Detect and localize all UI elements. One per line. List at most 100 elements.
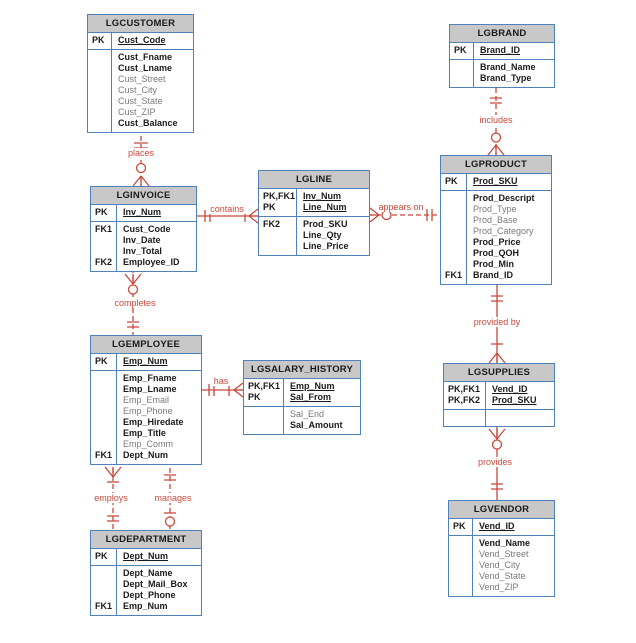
key-label [445, 237, 463, 248]
relationship-label-manages[interactable]: manages [152, 493, 194, 503]
cardinality-crow-foot [233, 382, 244, 398]
field-name: Prod_Descript [473, 193, 535, 203]
key-label [95, 590, 113, 601]
key-label [263, 241, 293, 252]
cardinality-zero-circle [164, 516, 176, 527]
cardinality-crow-foot [487, 144, 505, 156]
table-title: LGINVOICE [91, 187, 196, 205]
relationship-label-has[interactable]: has [211, 376, 231, 386]
table-section-body [444, 410, 554, 426]
relationship-label-contains[interactable]: contains [208, 204, 246, 214]
cardinality-zero-circle [135, 162, 147, 174]
cardinality-one-and-only-one [127, 321, 139, 328]
key-label: FK2 [95, 257, 113, 267]
cardinality-zero-circle [127, 284, 139, 295]
table-title: LGVENDOR [449, 501, 554, 519]
relationship-label-provided-by[interactable]: provided by [471, 317, 523, 327]
field-name: Prod_Type [473, 204, 517, 214]
field-name: Dept_Num [123, 551, 169, 561]
key-label [95, 406, 113, 417]
key-column [449, 536, 473, 596]
key-label [92, 74, 108, 85]
key-column: PK [91, 205, 117, 221]
relationship-label-employs[interactable]: employs [92, 493, 130, 503]
table-title: LGSUPPLIES [444, 364, 554, 382]
cardinality-one-and-only-one [490, 97, 502, 104]
key-label [445, 226, 463, 237]
field-name: Emp_Lname [123, 384, 177, 394]
table-title: LGEMPLOYEE [91, 336, 201, 354]
key-label [92, 52, 108, 63]
cardinality-one-and-only-one [491, 483, 503, 490]
relationship-label-includes[interactable]: includes [477, 115, 515, 125]
table-title: LGCUSTOMER [88, 15, 193, 33]
key-label: PK [95, 356, 108, 366]
field-name: Brand_Name [480, 62, 536, 72]
field-name: Line_Num [303, 202, 347, 212]
relationship-label-appears-on[interactable]: appears on [376, 202, 426, 212]
relationship-label-provides[interactable]: provides [475, 457, 515, 467]
key-label [453, 538, 469, 549]
field-name: Prod_SKU [303, 219, 348, 229]
relationship-label-completes[interactable]: completes [112, 298, 158, 308]
field-name: Inv_Date [123, 235, 161, 245]
cardinality-one-and-only-one [208, 384, 215, 396]
key-label: PK,FK1 [248, 381, 281, 391]
field-name: Cust_Fname [118, 52, 173, 62]
key-label: PK,FK1 [448, 384, 481, 394]
key-column [450, 60, 474, 87]
field-name: Dept_Phone [123, 590, 176, 600]
field-name: Line_Qty [303, 230, 342, 240]
field-name: Vend_ZIP [479, 582, 519, 592]
cardinality-zero-circle [491, 439, 503, 450]
key-label [95, 428, 113, 439]
field-name: Dept_Name [123, 568, 173, 578]
field-name: Prod_QOH [473, 248, 520, 258]
table-title: LGSALARY_HISTORY [244, 361, 360, 379]
key-column [88, 50, 112, 132]
relationship-label-places[interactable]: places [125, 148, 157, 158]
key-label: PK [248, 392, 261, 402]
field-name: Dept_Mail_Box [123, 579, 188, 589]
cardinality-crow-foot [124, 273, 142, 285]
key-label [95, 417, 113, 428]
key-column: PK [449, 519, 473, 535]
field-name: Prod_SKU [473, 176, 518, 186]
key-label: PK,FK1 [263, 191, 296, 201]
field-name: Sal_From [290, 392, 332, 402]
field-name: Emp_Num [290, 381, 335, 391]
key-label: PK [95, 551, 108, 561]
field-name: Employee_ID [123, 257, 180, 267]
field-name: Vend_ID [492, 384, 528, 394]
key-label [95, 246, 113, 257]
key-label: FK2 [263, 219, 281, 229]
field-name: Prod_Category [473, 226, 534, 236]
field-name: Sal_Amount [290, 420, 343, 430]
key-column [244, 407, 284, 434]
key-label [92, 63, 108, 74]
